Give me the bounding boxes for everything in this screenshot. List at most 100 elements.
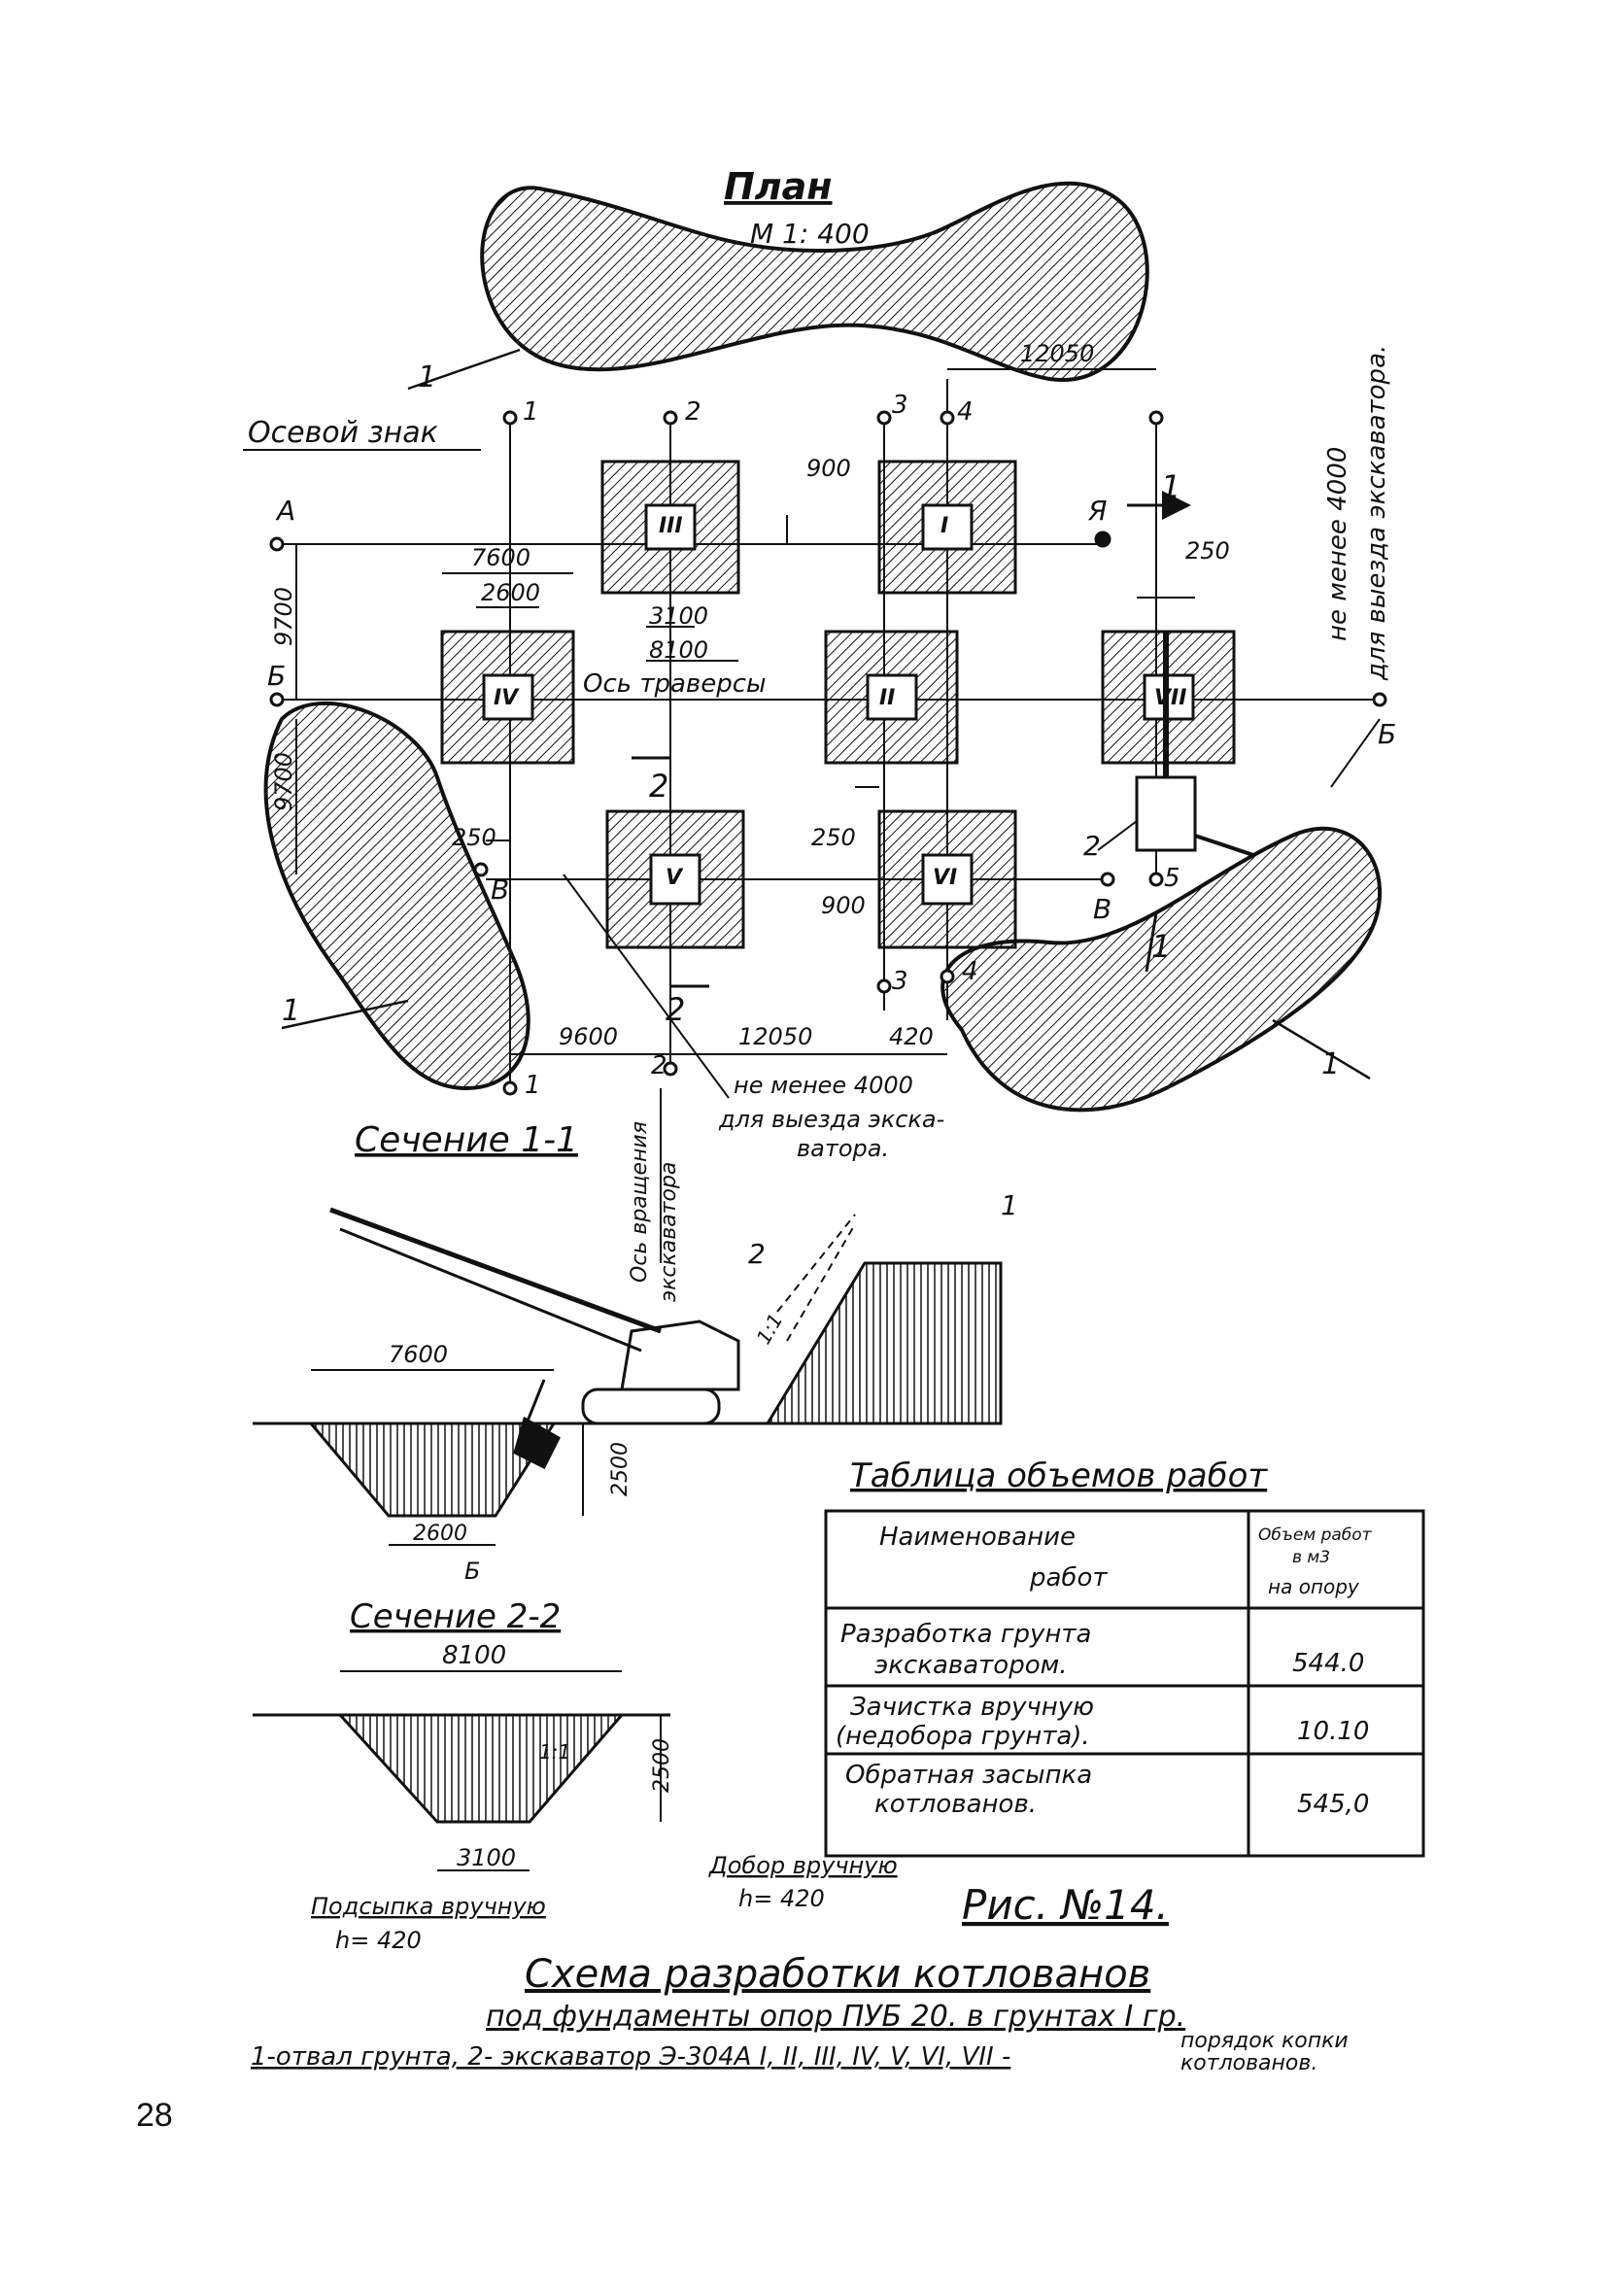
svg-text:7600: 7600 xyxy=(471,544,530,571)
section1-d2500: 2500 xyxy=(608,1442,633,1496)
section1-label-2: 2 xyxy=(748,1238,766,1270)
excavator-side xyxy=(329,1207,740,1470)
traverse-axis-label: Ось траверсы xyxy=(583,669,767,699)
caption-legend-right-2: котлованов. xyxy=(1180,2051,1317,2075)
svg-text:III: III xyxy=(659,514,683,538)
svg-text:VI: VI xyxy=(933,866,957,890)
pit-IV xyxy=(440,630,575,765)
spoil-pile-right xyxy=(940,827,1382,1113)
excavation-pits xyxy=(440,460,1236,949)
section2-d3100: 3100 xyxy=(457,1844,516,1871)
section2-d8100: 8100 xyxy=(442,1641,506,1670)
section1-d7600: 7600 xyxy=(389,1341,448,1368)
excavator-label: 2 xyxy=(1083,830,1101,862)
pit-section-2 xyxy=(336,1713,626,1824)
section2-title: Сечение 2-2 xyxy=(350,1597,561,1636)
svg-text:4: 4 xyxy=(957,397,974,427)
dig-rays xyxy=(776,1214,856,1342)
svg-text:2: 2 xyxy=(651,1051,667,1080)
table-title: Таблица объемов работ xyxy=(850,1456,1268,1495)
svg-text:420: 420 xyxy=(889,1023,934,1050)
svg-text:3: 3 xyxy=(892,391,908,420)
svg-text:1: 1 xyxy=(523,397,539,427)
podsypka-label-2: h= 420 xyxy=(335,1927,422,1954)
section-mark-labels: 1 1 2 2 xyxy=(649,468,1180,1028)
table-row-3-value: 545,0 xyxy=(1297,1790,1369,1819)
caption-line-2: под фундаменты опор ПУБ 20. в грунтах I … xyxy=(486,2000,1185,2034)
rotation-axis-label-1: Ось вращения xyxy=(628,1121,652,1283)
plan-view: План М 1: 400 1 1 1 Осевой знак xyxy=(243,165,1396,1162)
dobor-label-2: h= 420 xyxy=(738,1885,825,1912)
svg-text:В: В xyxy=(491,874,509,906)
svg-text:2: 2 xyxy=(685,397,701,427)
table-row-3-name-2: котлованов. xyxy=(874,1790,1037,1819)
svg-text:250: 250 xyxy=(1185,537,1230,565)
svg-text:2: 2 xyxy=(649,768,668,805)
svg-text:Б: Б xyxy=(1378,718,1396,750)
svg-text:9700: 9700 xyxy=(270,587,297,646)
dimension-lines xyxy=(295,368,1381,1055)
svg-text:9700: 9700 xyxy=(270,752,297,811)
spoil-label-left: 1 xyxy=(282,994,300,1028)
table-row-1-name-1: Разработка грунта xyxy=(840,1620,1092,1649)
section2-slope: 1:1 xyxy=(539,1740,570,1764)
pit-V xyxy=(605,809,745,949)
svg-text:ватора.: ватора. xyxy=(797,1135,889,1162)
caption-legend-right-1: порядок копки xyxy=(1180,2029,1349,2053)
podsypka-label-1: Подсыпка вручную xyxy=(311,1893,546,1920)
pit-numbers: I II III IV V VI VII xyxy=(494,514,1186,890)
spoil-pile-top xyxy=(480,181,1149,382)
svg-text:2: 2 xyxy=(666,991,685,1028)
svg-text:Б: Б xyxy=(267,660,286,692)
section-marks xyxy=(632,491,1191,988)
section1-d2600: 2600 xyxy=(413,1522,467,1546)
table-row-3-name-1: Обратная засыпка xyxy=(845,1761,1092,1790)
section2-d2500: 2500 xyxy=(650,1738,674,1793)
note-bottom-leader xyxy=(563,874,730,1099)
row-markers xyxy=(269,531,1387,887)
svg-text:9600: 9600 xyxy=(559,1023,618,1050)
pit-VI xyxy=(877,809,1017,949)
pit-II xyxy=(824,630,959,765)
svg-text:VII: VII xyxy=(1154,686,1186,710)
section1-label-1: 1 xyxy=(1001,1189,1018,1221)
dimension-values: 12050 900 7600 2600 3100 8100 250 9700 9… xyxy=(270,340,1230,1050)
plan-scale: М 1: 400 xyxy=(750,218,870,250)
table-row-2-value: 10.10 xyxy=(1297,1717,1369,1746)
svg-text:Я: Я xyxy=(1087,495,1107,527)
section-1-1: Сечение 1-1 Ось вращения экскаватора 760… xyxy=(253,1088,1018,1585)
svg-text:3: 3 xyxy=(892,967,908,996)
spoil-leader-left xyxy=(281,999,409,1030)
table-header-vol-3: на опору xyxy=(1268,1575,1360,1598)
table-header-name-2: работ xyxy=(1029,1563,1108,1593)
svg-text:не менее 4000: не менее 4000 xyxy=(1323,447,1352,641)
pit-III xyxy=(600,460,740,595)
section-2-2: Сечение 2-2 8100 3100 2500 1:1 Добор вру… xyxy=(253,1597,898,1954)
spoil-leader-top xyxy=(407,348,521,391)
svg-text:IV: IV xyxy=(494,686,520,710)
section1-slope: 1:1 xyxy=(752,1310,788,1349)
caption-line-1: Схема разработки котлованов xyxy=(525,1952,1150,1997)
table-row-1-value: 544.0 xyxy=(1292,1649,1364,1678)
section1-title: Сечение 1-1 xyxy=(355,1120,578,1160)
volume-table: Таблица объемов работ Наименование работ… xyxy=(824,1456,1425,1858)
plan-title: План xyxy=(724,165,833,208)
note-right: не менее 4000 для выезда экскаватора. xyxy=(1323,345,1391,681)
note-bottom: не менее 4000 для выезда экска- ватора. xyxy=(718,1072,944,1162)
pit-I xyxy=(877,460,1017,595)
svg-text:250: 250 xyxy=(452,824,496,851)
pit-section-1 xyxy=(307,1422,557,1518)
svg-text:для выезда экска-: для выезда экска- xyxy=(718,1106,944,1133)
axis-markers-top xyxy=(502,410,1164,426)
svg-text:8100: 8100 xyxy=(649,636,708,664)
caption-legend: 1-отвал грунта, 2- экскаватор Э-304А I, … xyxy=(251,2042,1010,2072)
axis-sign-label: Осевой знак xyxy=(248,416,438,450)
spoil-label-right: 1 xyxy=(1321,1047,1340,1081)
svg-text:1: 1 xyxy=(1161,468,1180,505)
table-row-1-name-2: экскаватором. xyxy=(874,1651,1068,1680)
svg-text:I: I xyxy=(940,514,948,538)
svg-text:2600: 2600 xyxy=(481,579,540,606)
svg-text:900: 900 xyxy=(806,455,851,482)
svg-text:3100: 3100 xyxy=(649,602,708,630)
